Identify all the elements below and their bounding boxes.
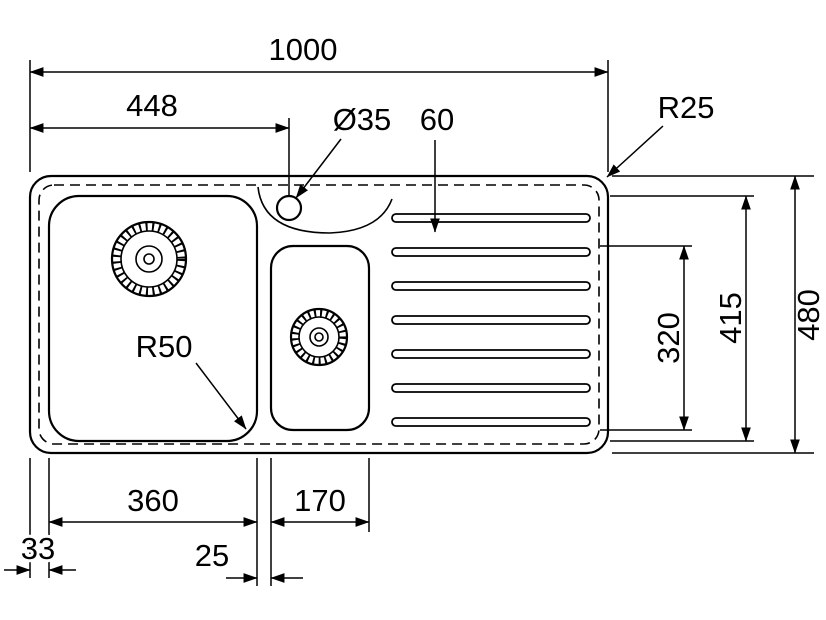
dim-divider-width: 25 [195, 538, 303, 583]
tap-hole [275, 194, 303, 222]
drainer-groove [391, 349, 591, 359]
drainer-groove [391, 315, 591, 325]
dim-tap-offset: 448 [29, 88, 290, 196]
small-bowl [269, 244, 371, 432]
dim-groove-spacing: 60 [420, 102, 454, 233]
drain-outer-circle [289, 307, 349, 367]
dim-label-large-bowl-length: 415 [713, 292, 748, 344]
dim-label-groove-spacing: 60 [420, 102, 454, 137]
dim-large-bowl-length: 415 [610, 195, 754, 442]
dim-label-tap-hole-diameter: Ø35 [333, 102, 392, 137]
dim-small-bowl-width: 170 [270, 483, 370, 527]
dim-label-overall-width: 1000 [269, 32, 338, 67]
drainer-groove [391, 383, 591, 393]
dim-rim-to-bowl-offset: 33 [4, 528, 76, 575]
dim-label-tap-offset: 448 [126, 88, 178, 123]
drain-hatch-ring [291, 309, 347, 365]
drain-center-circle [135, 245, 163, 273]
dim-label-overall-depth: 480 [791, 289, 826, 341]
dim-large-bowl-width: 360 [48, 483, 258, 527]
leader-arrow [295, 138, 342, 199]
drain-hatch-ring [112, 222, 186, 296]
tap-deck-contour [257, 186, 393, 234]
drain-center-circle [309, 327, 329, 347]
drainer-groove [391, 417, 591, 427]
drain-inner-circle [298, 316, 340, 358]
sink-outline [28, 174, 610, 455]
drainer-groove [391, 213, 591, 223]
dim-label-bowl-corner-radius: R50 [136, 329, 193, 364]
dim-label-large-bowl-width: 360 [127, 483, 179, 518]
large-bowl-drain [110, 220, 188, 298]
drainer-groove [391, 281, 591, 291]
dim-overall-width: 1000 [29, 32, 609, 172]
drain-center-dot [143, 253, 155, 265]
dim-small-bowl-length: 320 [600, 245, 692, 431]
drain-center-dot [314, 332, 324, 342]
drainer-groove [391, 247, 591, 257]
rim-dashed-edge [38, 184, 600, 445]
dim-outer-corner-radius: R25 [606, 90, 715, 178]
dim-label-divider-width: 25 [195, 538, 229, 573]
leader-arrow [195, 362, 247, 430]
dim-label-small-bowl-length: 320 [651, 312, 686, 364]
sink-body [28, 174, 610, 455]
dim-label-rim-to-bowl-offset: 33 [21, 531, 55, 566]
dim-label-outer-corner-radius: R25 [658, 90, 715, 125]
leader-arrow [606, 125, 664, 178]
dim-tap-hole-diameter: Ø35 [295, 102, 392, 199]
drainer-grooves [391, 213, 591, 427]
dim-overall-depth: 480 [612, 175, 826, 454]
large-bowl [47, 194, 259, 443]
dim-label-small-bowl-width: 170 [294, 483, 346, 518]
drain-outer-circle [110, 220, 188, 298]
dim-bowl-corner-radius: R50 [136, 329, 247, 430]
drain-inner-circle [120, 230, 178, 288]
small-bowl-drain [289, 307, 349, 367]
